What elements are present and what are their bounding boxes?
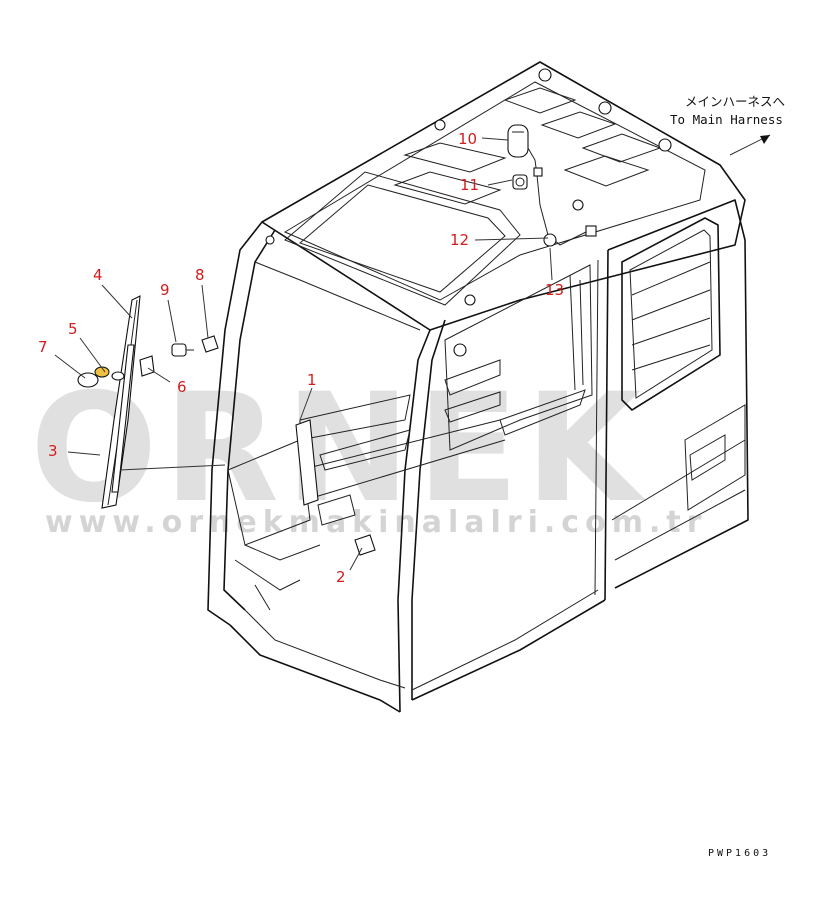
callout-3: 3 (48, 442, 58, 460)
callout-leaders (54, 137, 553, 571)
callout-11: 11 (460, 176, 479, 194)
callouts: 1 2 3 4 5 6 7 8 9 10 11 12 13 (38, 130, 564, 586)
callout-6: 6 (177, 378, 187, 396)
harness-note-english: To Main Harness (670, 112, 783, 127)
drawing-code: PWP1603 (708, 848, 771, 859)
callout-4: 4 (93, 266, 103, 284)
callout-5: 5 (68, 320, 78, 338)
cab-frame (207, 61, 749, 713)
callout-8: 8 (195, 266, 205, 284)
harness-note: メインハーネスへ To Main Harness (670, 94, 785, 127)
callout-13: 13 (545, 281, 564, 299)
callout-9: 9 (160, 281, 170, 299)
callout-7: 7 (38, 338, 48, 356)
callout-10: 10 (458, 130, 477, 148)
harness-note-japanese: メインハーネスへ (685, 94, 785, 109)
callout-12: 12 (450, 231, 469, 249)
callout-2: 2 (336, 568, 346, 586)
bolt-parts-8-9 (171, 335, 219, 357)
wiper-connection-line (119, 464, 226, 471)
watermark-brand: ORNEK (30, 362, 647, 536)
watermark: ORNEK www.ornekmakinalalri.com.tr (30, 362, 708, 540)
roof-lamp-assembly (507, 124, 771, 247)
wiper-assembly (77, 295, 155, 509)
watermark-url: www.ornekmakinalalri.com.tr (45, 505, 708, 540)
callout-1: 1 (307, 371, 317, 389)
